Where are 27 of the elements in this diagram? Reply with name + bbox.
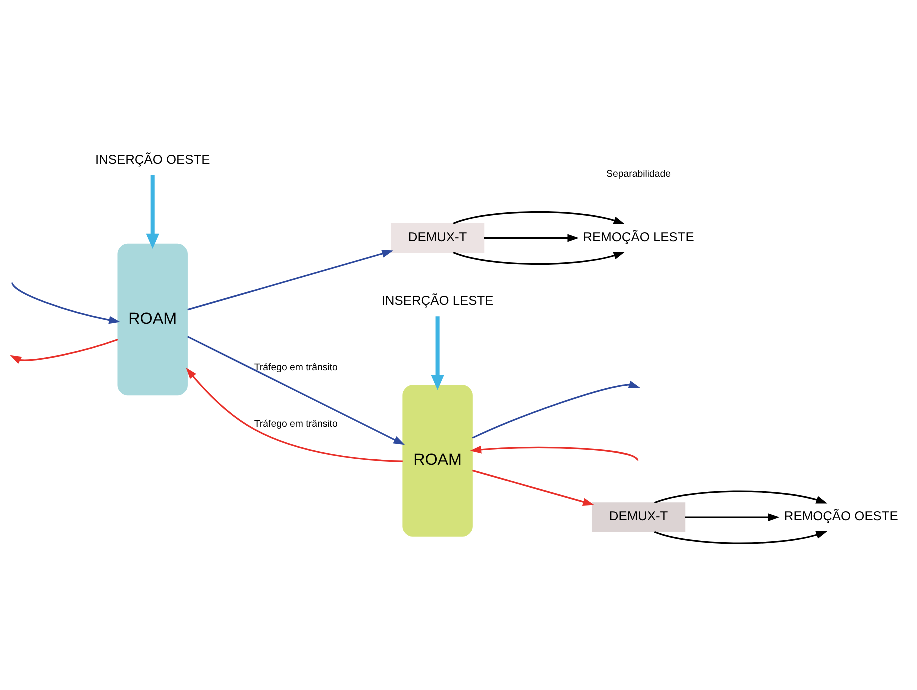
label: Separabilidade [606,168,672,180]
arrow [654,531,828,544]
arrow [685,514,780,522]
node-box: DEMUX-T [592,502,686,532]
arrow [470,446,639,462]
node-text: REMOÇÃO LESTE [583,229,694,244]
arrow [472,380,640,439]
edge-label: Tráfego em trânsito [254,418,338,430]
node-text: REMOÇÃO OESTE [784,508,898,524]
arrow [10,338,118,364]
arrow [453,211,626,224]
arrow [187,336,406,446]
arrow [146,175,160,250]
node-text: INSERÇÃO LESTE [382,293,494,308]
node-box: ROAM [118,244,188,396]
arrow [188,250,394,311]
arrow [12,282,121,324]
node-box: ROAM [402,385,473,537]
edge-label: Tráfego em trânsito [254,362,338,374]
arrow [186,368,403,462]
arrow [484,234,580,242]
arrow [472,470,594,506]
node-text: INSERÇÃO OESTE [95,152,210,167]
arrow [453,252,626,266]
arrow [654,490,828,504]
arrow [431,316,444,390]
node-box: DEMUX-T [390,223,485,254]
